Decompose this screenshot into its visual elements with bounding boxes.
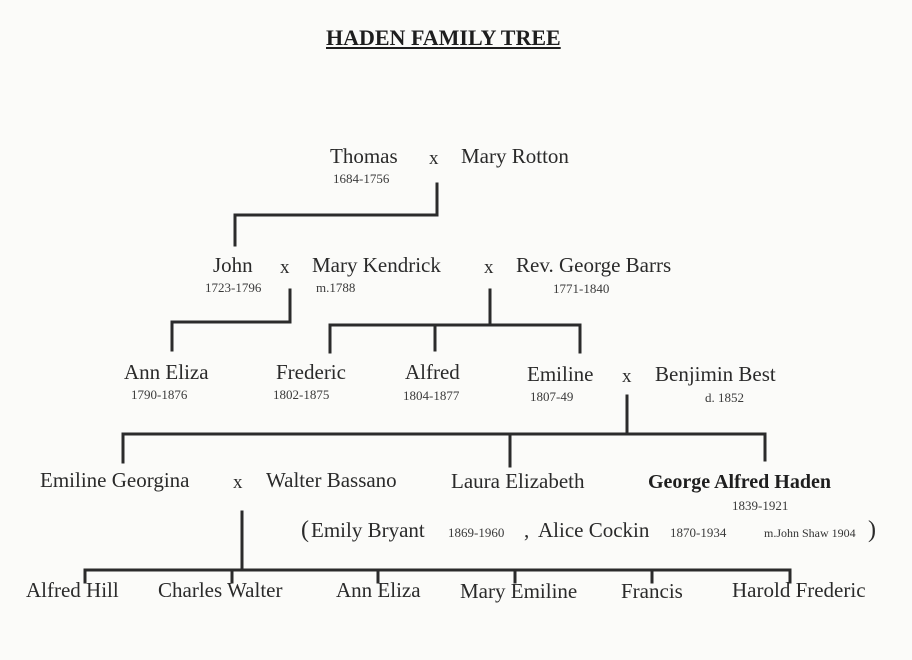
years-alice-cockin: 1870-1934 (670, 525, 727, 540)
child-alfred-hill: Alfred Hill (26, 578, 119, 602)
years-emily-bryant: 1869-1960 (448, 525, 505, 540)
person-alfred: Alfred (405, 360, 460, 384)
person-emiline-georgina: Emiline Georgina (40, 468, 190, 492)
person-mary-kendrick: Mary Kendrick (312, 253, 441, 277)
person-benjimin-best: Benjimin Best (655, 362, 776, 386)
spouses-open-paren: ( (301, 517, 309, 543)
person-john: John (213, 253, 253, 277)
child-harold-frederic: Harold Frederic (732, 578, 866, 602)
marriage-date-mary-kendrick: m.1788 (316, 280, 356, 295)
marriage-mark: x (233, 472, 243, 493)
child-mary-emiline: Mary Emiline (460, 579, 578, 603)
person-george-alfred-haden: George Alfred Haden (648, 471, 831, 493)
marriage-mark: x (622, 366, 632, 387)
spouses-close-paren: ) (868, 517, 876, 543)
marriage-mark: x (280, 257, 290, 278)
person-emiline: Emiline (527, 362, 594, 386)
years-frederic: 1802-1875 (273, 387, 330, 402)
years-alfred: 1804-1877 (403, 388, 460, 403)
person-george-barrs: Rev. George Barrs (516, 253, 672, 277)
spouses-comma: , (524, 518, 530, 542)
person-frederic: Frederic (276, 360, 346, 384)
years-emiline: 1807-49 (530, 389, 574, 404)
person-walter-bassano: Walter Bassano (266, 468, 397, 492)
spouse-emily-bryant: Emily Bryant (311, 518, 425, 542)
years-thomas: 1684-1756 (333, 171, 390, 186)
years-ann-eliza: 1790-1876 (131, 387, 188, 402)
marriage-mark: x (429, 148, 439, 169)
years-george-alfred-haden: 1839-1921 (732, 498, 789, 513)
marriage-mark: x (484, 257, 494, 278)
note-alice-cockin: m.John Shaw 1904 (764, 526, 856, 540)
years-george-barrs: 1771-1840 (553, 281, 610, 296)
person-mary-rotton: Mary Rotton (461, 144, 569, 168)
child-charles-walter: Charles Walter (158, 578, 283, 602)
person-laura-elizabeth: Laura Elizabeth (451, 469, 585, 493)
child-francis: Francis (621, 579, 683, 603)
child-ann-eliza: Ann Eliza (336, 578, 421, 602)
person-thomas: Thomas (330, 144, 398, 168)
death-benjimin-best: d. 1852 (705, 390, 744, 405)
page-title: HADEN FAMILY TREE (326, 25, 561, 50)
spouse-alice-cockin: Alice Cockin (538, 518, 650, 542)
years-john: 1723-1796 (205, 280, 262, 295)
person-ann-eliza: Ann Eliza (124, 360, 209, 384)
